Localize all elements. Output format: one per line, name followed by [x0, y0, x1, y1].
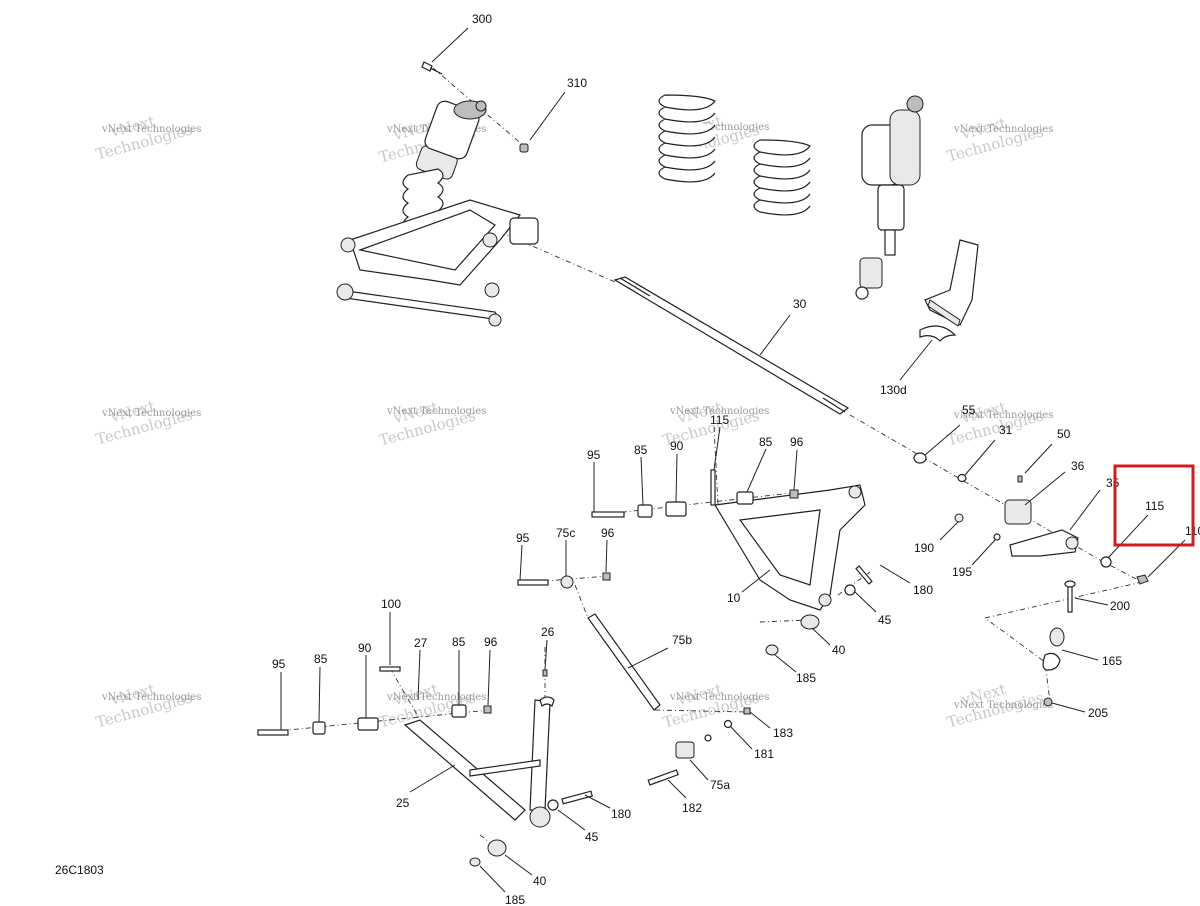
shock-absorber-illustration — [855, 95, 924, 300]
part-label: 40 — [832, 643, 846, 657]
part-labels: 300 310 30 130d 55 31 50 36 35 115 110 1… — [272, 12, 1200, 906]
watermark-group: vNext Technologies vNext Technologies vN… — [94, 112, 1053, 732]
part-label: 90 — [670, 439, 684, 453]
part-label: 45 — [585, 830, 599, 844]
watermark-small: vNext Technologies — [101, 408, 201, 419]
part-label: 95 — [587, 448, 601, 462]
part-label: 310 — [567, 76, 587, 90]
part-label: 180 — [611, 807, 631, 821]
part-label: 95 — [272, 657, 286, 671]
part-label: 85 — [452, 635, 466, 649]
watermark-small: vNext Technologies — [953, 700, 1053, 711]
watermark: vNext Technologies — [377, 398, 478, 450]
watermark-small: vNext Technologies — [386, 406, 486, 417]
part-label: 26 — [541, 625, 555, 639]
leader-lines — [280, 27, 1186, 893]
diagram-code: 26C1803 — [55, 863, 104, 877]
part-label: 50 — [1057, 427, 1071, 441]
part-label: 10 — [727, 591, 741, 605]
upper-assembly-illustration — [336, 61, 539, 327]
watermark-small: vNext Technologies — [953, 124, 1053, 135]
part-label: 181 — [754, 747, 774, 761]
toe-link-illustration — [517, 572, 751, 786]
part-label: 182 — [682, 801, 702, 815]
part-label: 75c — [556, 526, 575, 540]
part-label: 85 — [314, 652, 328, 666]
assembly-lines — [257, 67, 1143, 851]
part-label: 96 — [484, 635, 498, 649]
watermark: vNext Technologies — [945, 114, 1046, 166]
part-label: 25 — [396, 796, 410, 810]
part-label: 27 — [414, 636, 428, 650]
part-label: 200 — [1110, 599, 1130, 613]
watermark-small: vNext Technologies — [669, 692, 769, 703]
part-label: 300 — [472, 12, 492, 26]
part-label: 185 — [505, 893, 525, 906]
drive-shaft — [613, 276, 850, 415]
part-label: 185 — [796, 671, 816, 685]
part-label: 190 — [914, 541, 934, 555]
part-label: 195 — [952, 565, 972, 579]
part-label: 75a — [710, 778, 730, 792]
watermark-small: vNext Technologies — [953, 410, 1053, 421]
part-label: 183 — [773, 726, 793, 740]
part-label: 96 — [790, 435, 804, 449]
part-label: 180 — [913, 583, 933, 597]
part-label: 165 — [1102, 654, 1122, 668]
part-label: 85 — [759, 435, 773, 449]
watermark: vNext Technologies — [661, 398, 762, 450]
springs-illustration — [658, 94, 811, 216]
part-label-115: 115 — [1145, 499, 1164, 513]
part-label: 95 — [516, 531, 530, 545]
part-label: 75b — [672, 633, 692, 647]
part-label: 205 — [1088, 706, 1108, 720]
part-label: 35 — [1106, 476, 1120, 490]
highlight-box — [1113, 464, 1195, 547]
hub-parts-illustration — [913, 452, 1149, 707]
watermark-small: vNext Technologies — [669, 122, 769, 133]
part-label: 96 — [601, 526, 615, 540]
part-label: 130d — [880, 383, 907, 397]
watermark-small: vNext Technologies — [386, 692, 486, 703]
part-label: 85 — [634, 443, 648, 457]
lower-arm-illustration — [591, 469, 873, 656]
part-label: 55 — [962, 403, 976, 417]
part-label: 40 — [533, 874, 547, 888]
watermark-small: vNext Technologies — [669, 406, 769, 417]
part-label: 115 — [710, 413, 729, 427]
part-label: 100 — [381, 597, 401, 611]
part-label: 36 — [1071, 459, 1085, 473]
bracket-illustration — [919, 239, 979, 342]
part-label: 45 — [878, 613, 892, 627]
part-label: 90 — [358, 641, 372, 655]
part-label: 30 — [793, 297, 807, 311]
watermark-small: vNext Technologies — [101, 692, 201, 703]
watermark-small: vNext Technologies — [101, 124, 201, 135]
part-label: 31 — [999, 423, 1013, 437]
